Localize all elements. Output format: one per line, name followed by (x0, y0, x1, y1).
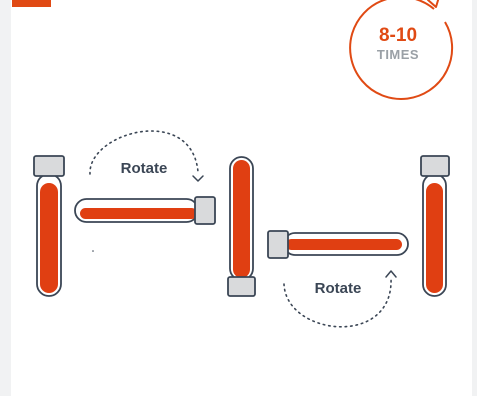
refresh-arrow-icon (427, 0, 440, 8)
test-tube-icon (227, 156, 256, 297)
corner-tab-icon (12, 0, 51, 7)
dotted-rotate-arrow-icon (89, 130, 199, 175)
stray-dot (92, 250, 94, 252)
dotted-rotate-arrow-icon (283, 277, 392, 328)
test-tube-icon (33, 155, 65, 297)
rotate-step-1: Rotate (89, 130, 204, 182)
rotate-step-2: Rotate (283, 270, 397, 328)
arrowhead-icon (385, 270, 397, 278)
test-tube-icon (74, 196, 216, 225)
arrowhead-icon (192, 175, 204, 182)
badge-unit: TIMES (377, 47, 419, 62)
rotate-label: Rotate (315, 280, 362, 297)
test-tube-icon (267, 230, 409, 259)
badge-circle (349, 0, 454, 100)
rotate-label: Rotate (121, 160, 168, 177)
badge-count: 8-10 (379, 25, 417, 46)
repeat-badge: 8-10 TIMES (349, 0, 454, 100)
test-tube-icon (420, 155, 450, 297)
